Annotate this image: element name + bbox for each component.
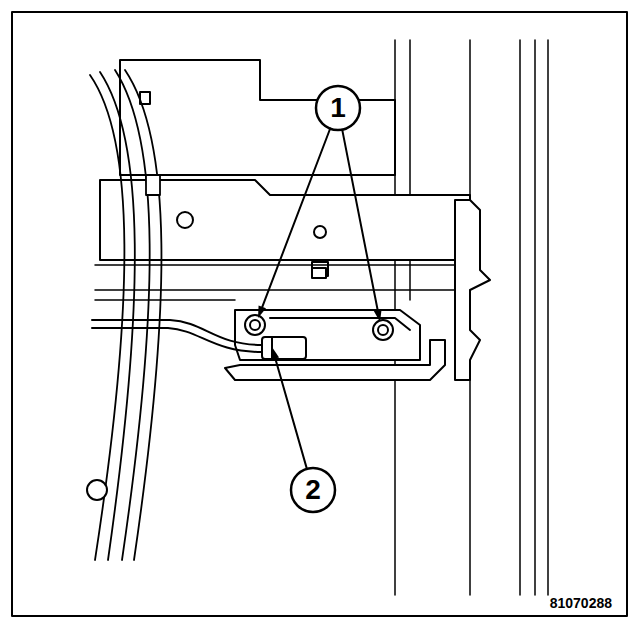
figure-number: 81070288 — [550, 596, 612, 610]
panel-lines — [395, 40, 548, 595]
callout-number: 2 — [305, 476, 321, 504]
rail — [95, 265, 470, 300]
leader-line — [262, 129, 377, 469]
callout-circle — [316, 86, 360, 130]
callout-number: 1 — [330, 94, 346, 122]
callout-circle — [291, 468, 335, 512]
grommet — [87, 480, 107, 500]
sensor-module — [225, 268, 445, 380]
side-bracket — [455, 200, 490, 380]
wire — [92, 320, 262, 352]
frame — [12, 12, 627, 616]
arrowhead — [258, 305, 382, 359]
